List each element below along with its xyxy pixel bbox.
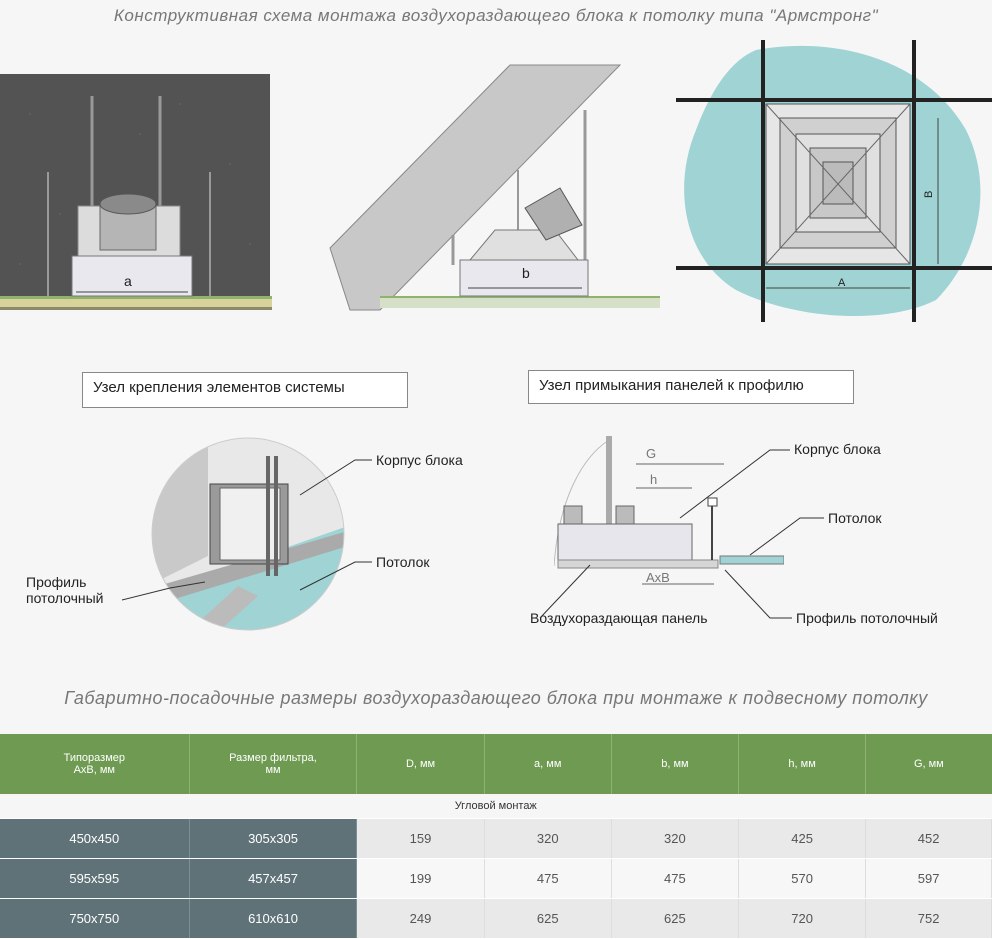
node2-AxB-label: AxB (646, 570, 670, 585)
node2-corpus-label: Корпус блока (794, 441, 881, 457)
node2-panel-label: Воздухораздающая панель (530, 610, 708, 626)
header-a: a, мм (484, 734, 612, 794)
cell-a: 625 (484, 898, 612, 939)
dimensions-table: Типоразмер АхВ, мм Размер фильтра, мм D,… (0, 734, 992, 939)
header-G: G, мм (865, 734, 992, 794)
cell-size: 595x595 (0, 858, 190, 899)
node1-profile-line2: потолочный (26, 590, 104, 606)
table-row: 450x450 305x305 159 320 320 425 452 (0, 818, 992, 859)
cell-D: 199 (356, 858, 485, 899)
node2-ceiling-label: Потолок (828, 510, 882, 526)
cell-a: 475 (484, 858, 612, 899)
dim-B-label: B (923, 191, 935, 198)
diagram-top-view: B A (676, 40, 992, 322)
cell-a: 320 (484, 818, 612, 859)
header-b: b, мм (611, 734, 740, 794)
node1-title: Узел крепления элементов системы (82, 372, 408, 408)
node2-G-label: G (646, 446, 657, 461)
header-filter: Размер фильтра, мм (189, 734, 358, 794)
node2-title: Узел примыкания панелей к профилю (528, 370, 854, 404)
cell-b: 320 (611, 818, 740, 859)
node2-h-label: h (650, 472, 658, 487)
dim-a-label: a (124, 273, 132, 289)
cell-filter: 305x305 (189, 818, 358, 859)
dim-A-label: A (838, 277, 846, 289)
table-section-row: Угловой монтаж (0, 794, 992, 819)
node2-profile-label: Профиль потолочный (796, 610, 938, 626)
cell-G: 452 (865, 818, 992, 859)
cell-h: 570 (738, 858, 867, 899)
cell-G: 597 (865, 858, 992, 899)
section-label: Угловой монтаж (0, 794, 992, 819)
node2-detail (554, 436, 784, 585)
cell-filter: 610x610 (189, 898, 358, 939)
node1-corpus-label: Корпус блока (376, 452, 463, 468)
diagram-front-view: a (0, 74, 272, 310)
node2-leaders (539, 449, 824, 619)
header-h: h, мм (738, 734, 867, 794)
cell-h: 720 (738, 898, 867, 939)
node1-ceiling-label: Потолок (376, 554, 430, 570)
table-row: 750x750 610x610 249 625 625 720 752 (0, 898, 992, 939)
page-title: Конструктивная схема монтажа воздухоразд… (113, 6, 879, 25)
cell-filter: 457x457 (189, 858, 358, 899)
cell-D: 249 (356, 898, 485, 939)
dim-b-label: b (522, 265, 530, 281)
header-D: D, мм (356, 734, 485, 794)
node1-profile-line1: Профиль (26, 574, 87, 590)
cell-b: 475 (611, 858, 740, 899)
node1-profile-label: Профиль потолочный (26, 574, 104, 606)
cell-b: 625 (611, 898, 740, 939)
cell-h: 425 (738, 818, 867, 859)
table-caption: Габаритно-посадочные размеры воздухоразд… (64, 688, 928, 708)
node1-leaders (121, 459, 372, 601)
cell-G: 752 (865, 898, 992, 939)
node1-detail (151, 437, 345, 631)
table-row: 595x595 457x457 199 475 475 570 597 (0, 858, 992, 899)
diagram-side-view: b (329, 64, 660, 311)
table-header-row: Типоразмер АхВ, мм Размер фильтра, мм D,… (0, 734, 992, 794)
cell-size: 750x750 (0, 898, 190, 939)
cell-D: 159 (356, 818, 485, 859)
cell-size: 450x450 (0, 818, 190, 859)
header-size: Типоразмер АхВ, мм (0, 734, 190, 794)
